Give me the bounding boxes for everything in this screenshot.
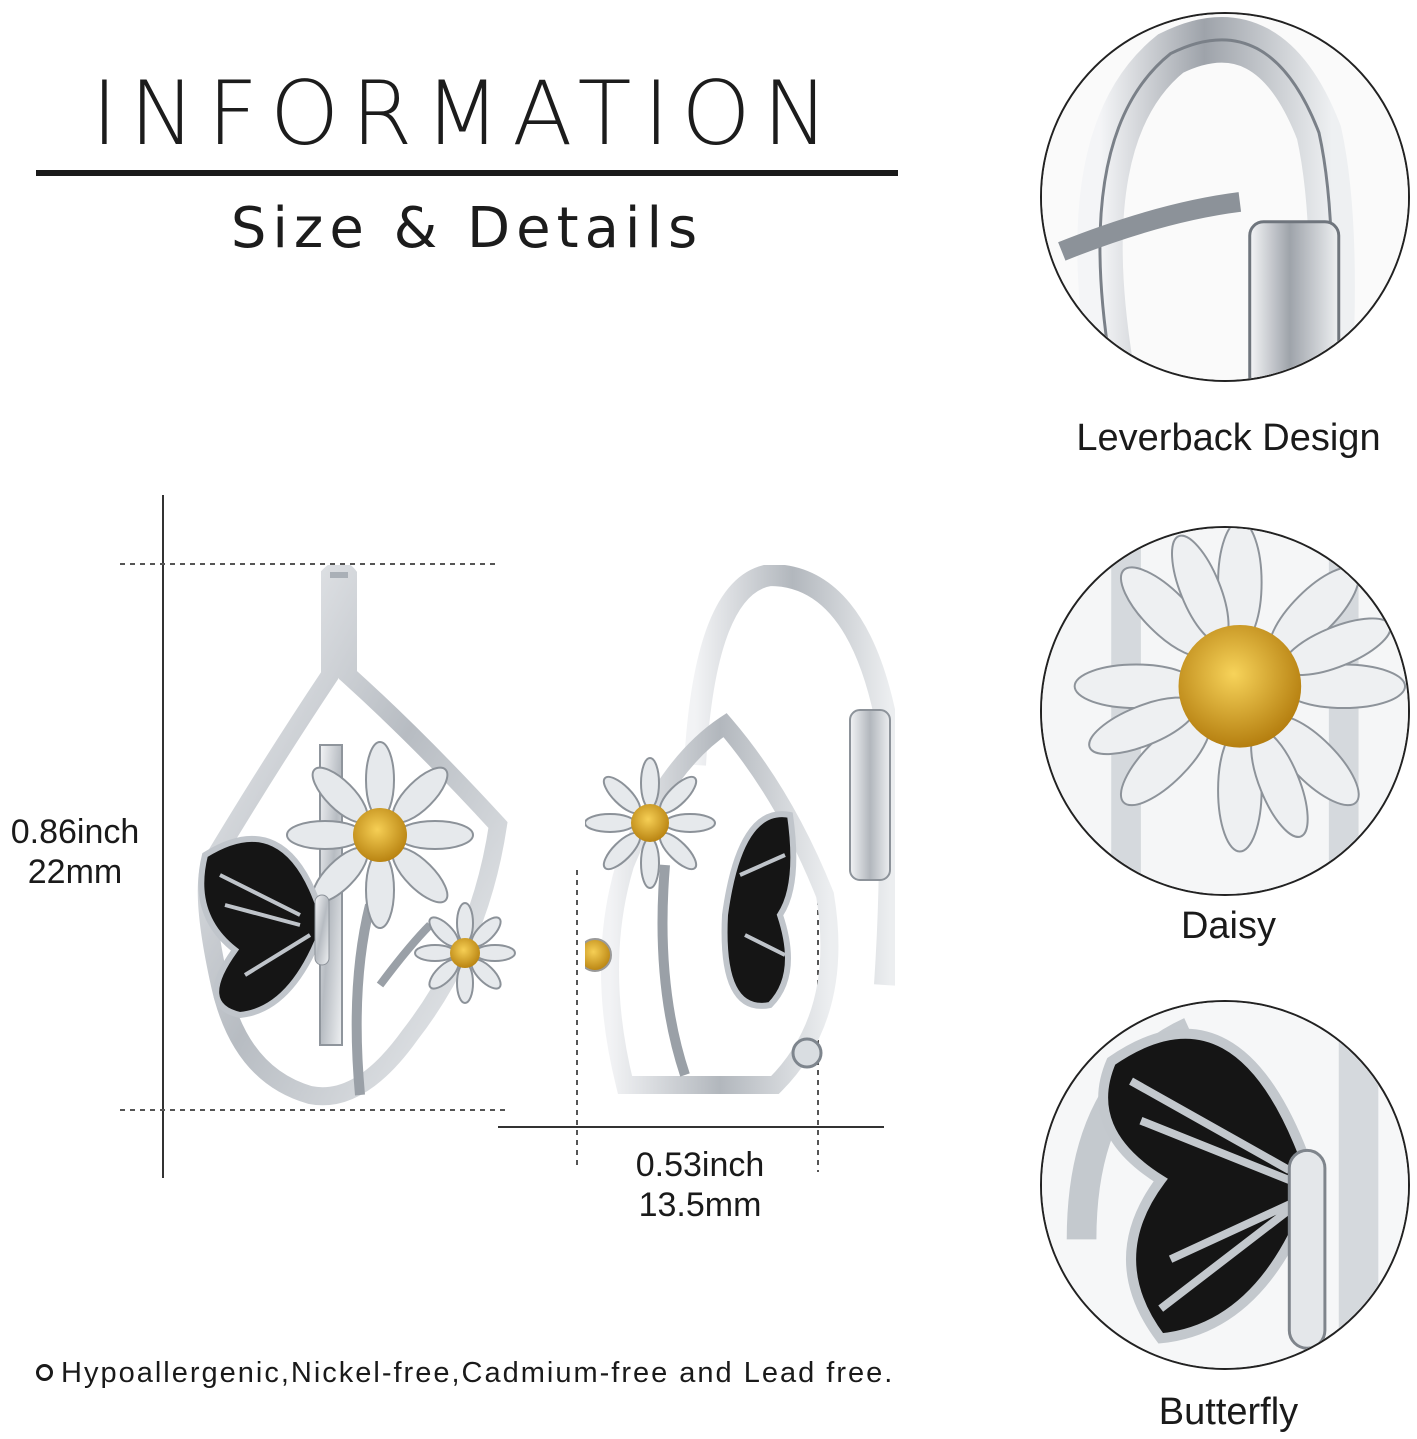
- earring-front-image: [197, 565, 516, 1106]
- width-dimension: 0.53inch 13.5mm: [610, 1145, 790, 1225]
- butterfly-closeup-image: [1040, 1000, 1410, 1370]
- leverback-closeup-image: [1040, 12, 1410, 382]
- material-note-text: Hypoallergenic,Nickel-free,Cadmium-free …: [61, 1357, 895, 1389]
- earring-side-image: [585, 565, 895, 1094]
- daisy-closeup-image: [1040, 526, 1410, 896]
- page-title: INFORMATION: [91, 62, 841, 165]
- bullet-icon: [36, 1363, 53, 1381]
- leverback-caption: Leverback Design: [1076, 417, 1381, 459]
- butterfly-caption: Butterfly: [1158, 1391, 1299, 1433]
- height-dimension: 0.86inch 22mm: [0, 812, 150, 892]
- dimension-lines: [120, 495, 884, 1178]
- daisy-caption: Daisy: [1180, 905, 1277, 947]
- page-subtitle: Size & Details: [230, 196, 704, 261]
- width-mm: 13.5mm: [638, 1186, 762, 1224]
- title-divider: [36, 170, 898, 176]
- height-inch: 0.86inch: [10, 813, 140, 851]
- material-note: Hypoallergenic,Nickel-free,Cadmium-free …: [36, 1356, 894, 1390]
- height-mm: 22mm: [27, 853, 123, 891]
- width-inch: 0.53inch: [635, 1146, 765, 1184]
